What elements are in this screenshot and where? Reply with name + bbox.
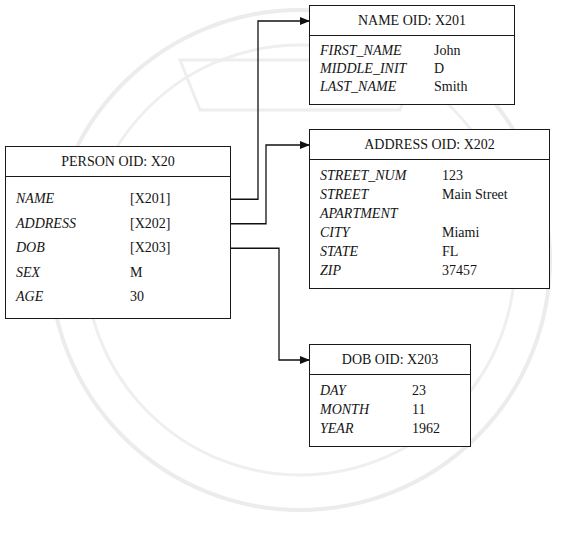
box-header: NAME OID: X201 [310,6,514,36]
attribute-value: John [434,42,502,60]
object-box: PERSON OID: X20NAME [X201] ADDRESS [X202] DO… [5,146,231,319]
attribute-name: STREET_NUM [320,166,432,185]
attribute-name: MONTH [320,400,402,419]
attribute-value: FL [442,242,537,261]
box-title: PERSON OID: X20 [61,154,175,169]
attribute-name: STREET [320,185,432,204]
attribute-name: MIDDLE_INIT [320,60,424,78]
attribute-name: YEAR [320,419,402,438]
object-box: DOB OID: X203DAY 23MONTH 11YEAR 1962 [309,344,471,447]
attribute-name: CITY [320,223,432,242]
attribute-table: NAME [X201] ADDRESS [X202] DOB [X203] SEX M AGE 3… [6,177,230,318]
box-header: DOB OID: X203 [310,345,470,375]
attribute-name: FIRST_NAME [320,42,424,60]
attribute-value: D [434,60,502,78]
attribute-value: 23 [412,381,458,400]
attribute-name: DAY [320,381,402,400]
object-box: NAME OID: X201FIRST_NAME JohnMIDDLE_INIT D… [309,5,515,105]
box-header: PERSON OID: X20 [6,147,230,177]
attribute-name: NAME [16,187,120,212]
attribute-value: Miami [442,223,537,242]
attribute-value: 1962 [412,419,458,438]
attribute-name: ZIP [320,261,432,280]
attribute-value: M [130,261,218,286]
reference-arrow [231,248,309,360]
attribute-value: 123 [442,166,537,185]
box-title: DOB OID: X203 [342,352,438,367]
attribute-name: APARTMENT [320,204,432,223]
box-header: ADDRESS OID: X202 [310,130,549,160]
attribute-value: 11 [412,400,458,419]
attribute-value: 30 [130,285,218,310]
attribute-name: ADDRESS [16,212,120,237]
attribute-value: Main Street [442,185,537,204]
attribute-value: [X203] [130,236,218,261]
attribute-name: SEX [16,261,120,286]
attribute-value: 37457 [442,261,537,280]
attribute-value: [X202] [130,212,218,237]
attribute-value: Smith [434,78,502,96]
attribute-name: LAST_NAME [320,78,424,96]
box-title: NAME OID: X201 [358,13,466,28]
attribute-name: AGE [16,285,120,310]
reference-arrow [231,21,309,199]
attribute-name: STATE [320,242,432,261]
reference-arrow [231,145,309,224]
attribute-value: [X201] [130,187,218,212]
attribute-table: DAY 23MONTH 11YEAR 1962 [310,375,470,446]
object-box: ADDRESS OID: X202STREET_NUM 123STREET Main… [309,129,550,289]
attribute-name: DOB [16,236,120,261]
attribute-table: STREET_NUM 123STREET Main StreetAPARTMENTC… [310,160,549,288]
box-title: ADDRESS OID: X202 [364,137,495,152]
attribute-table: FIRST_NAME JohnMIDDLE_INIT D LAST_NAME Smith [310,36,514,104]
